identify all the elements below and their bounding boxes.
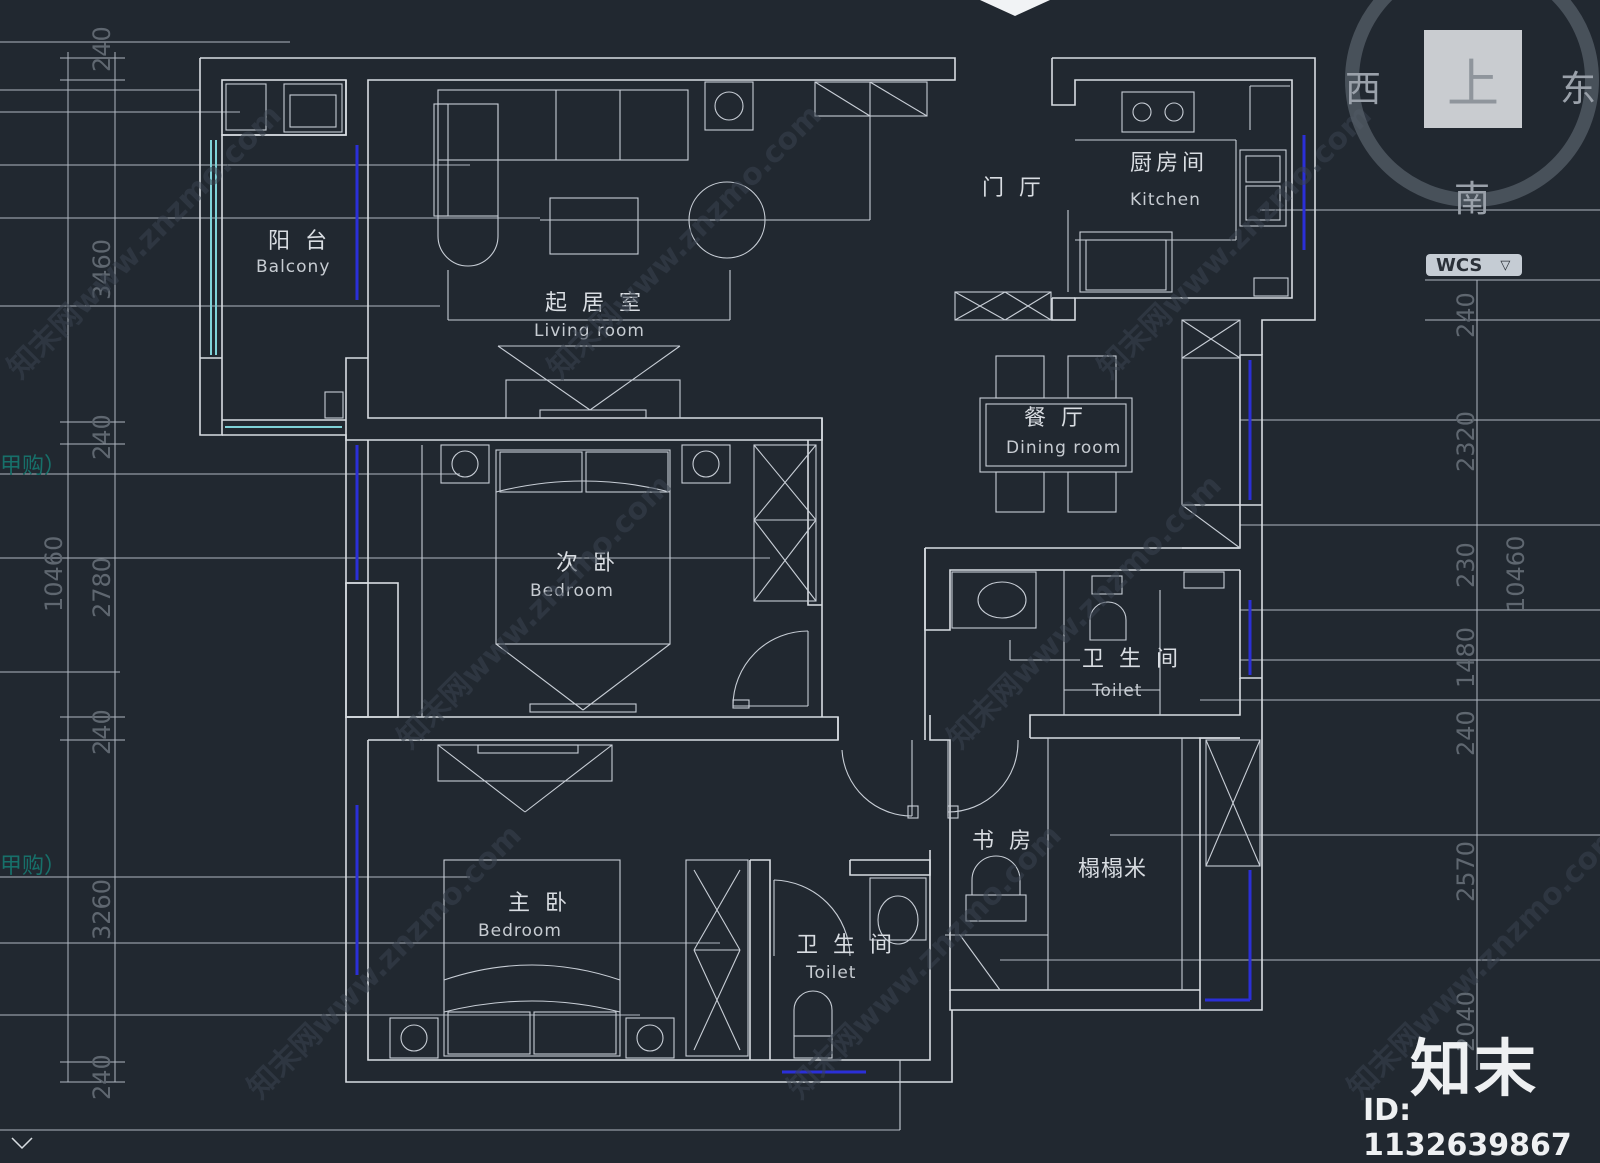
windows [210, 135, 1306, 1074]
outer-walls [199, 57, 1316, 1083]
dim-left-2: 3460 [88, 239, 116, 300]
study-label-zh: 书 房 [972, 829, 1035, 854]
toilet-master-label-zh: 卫 生 间 [796, 933, 896, 958]
room-labels: 阳 台 Balcony 起 居 室 Living room 门 厅 厨房间 Ki… [256, 151, 1208, 983]
toilet-east-label-en: Toilet [1091, 681, 1142, 701]
compass-ring [1345, 0, 1599, 207]
watermark-7: 知末网www.znzmo.com [781, 818, 1069, 1106]
dim-right-2: 2320 [1452, 411, 1480, 472]
balcony-label-en: Balcony [256, 257, 330, 277]
wcs-label: WCS [1436, 254, 1483, 276]
kitchen-label-zh: 厨房间 [1130, 151, 1208, 176]
dim-right-7: 2040 [1452, 991, 1480, 1052]
watermark-3: 知末网www.znzmo.com [1091, 98, 1379, 386]
watermark-2: 知末网www.znzmo.com [541, 98, 829, 386]
dim-left-total: 10460 [40, 536, 68, 612]
purchase-note-2: 甲购） [0, 854, 67, 879]
master-bedroom-label-en: Bedroom [478, 921, 562, 941]
kitchen-label-en: Kitchen [1130, 190, 1201, 210]
image-id: ID: 1132639867 [1363, 1093, 1572, 1163]
living-label-en: Living room [534, 321, 645, 341]
view-cube-top[interactable]: 上 [1424, 30, 1522, 128]
dim-right-4: 1480 [1452, 627, 1480, 688]
dim-left-1: 240 [88, 26, 116, 72]
furniture [225, 81, 1290, 1130]
dim-left-5: 240 [88, 709, 116, 755]
second-bedroom-label-zh: 次 卧 [556, 551, 619, 576]
watermark-1: 知末网www.znzmo.com [1, 98, 289, 386]
master-bedroom-label-zh: 主 卧 [508, 891, 571, 916]
dim-left-7: 240 [88, 1054, 116, 1100]
chevron-down-icon: ▽ [1500, 257, 1511, 273]
toilet-master-label-en: Toilet [805, 963, 856, 983]
dimension-text-left: 240 3460 240 2780 240 3260 240 10460 [40, 26, 116, 1100]
dim-right-1: 240 [1452, 292, 1480, 338]
second-bedroom-label-en: Bedroom [530, 581, 614, 601]
dimension-lines-right [1000, 209, 1600, 1070]
compass-south[interactable]: 南 [1454, 179, 1491, 220]
dim-right-total: 10460 [1502, 536, 1530, 612]
wcs-dropdown[interactable]: WCS ▽ [1426, 254, 1522, 276]
dining-label-zh: 餐 厅 [1024, 406, 1087, 431]
dining-label-en: Dining room [1006, 438, 1121, 458]
tatami-label-zh: 榻榻米 [1078, 857, 1147, 882]
compass-east[interactable]: 东 [1560, 69, 1597, 110]
view-marker [980, 0, 1050, 16]
dim-right-3: 230 [1452, 542, 1480, 588]
purchase-note-1: 甲购） [0, 454, 67, 479]
dim-left-4: 2780 [88, 557, 116, 618]
dimension-lines-left [0, 41, 900, 1131]
toilet-east-label-zh: 卫 生 间 [1082, 647, 1182, 672]
balcony-label-zh: 阳 台 [268, 229, 331, 254]
dim-left-6: 3260 [88, 879, 116, 940]
dim-left-3: 240 [88, 414, 116, 460]
compass-west[interactable]: 西 [1345, 69, 1382, 110]
living-label-zh: 起 居 室 [545, 291, 645, 316]
ucs-marker-icon [11, 1137, 33, 1150]
dimension-text-right: 240 2320 230 1480 240 2570 2040 10460 [1452, 292, 1530, 1052]
dim-right-6: 2570 [1452, 841, 1480, 902]
watermark-6: 知末网www.znzmo.com [241, 818, 529, 1106]
dim-right-5: 240 [1452, 710, 1480, 756]
foyer-label-zh: 门 厅 [982, 176, 1045, 201]
brand-logo: 知末 [1410, 1032, 1539, 1105]
